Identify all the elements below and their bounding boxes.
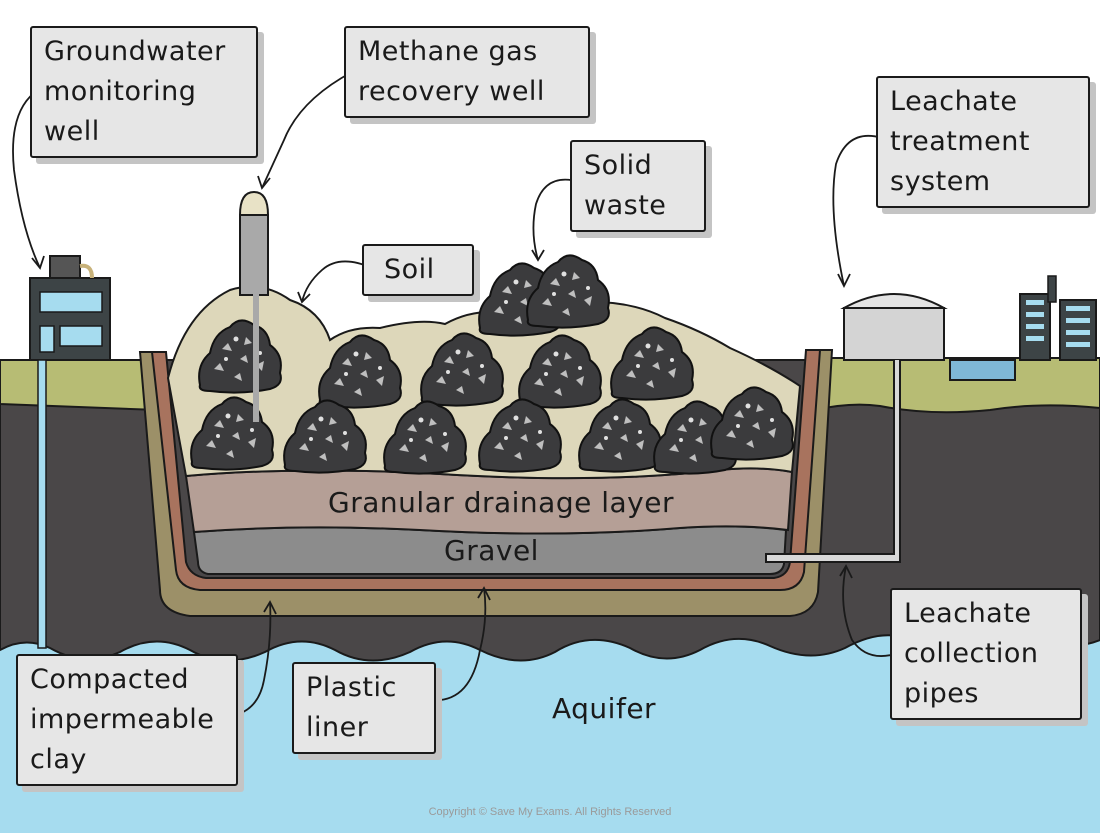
label-groundwater-monitoring-well: Groundwater monitoring well (30, 26, 258, 158)
label-leachate-treatment-system: Leachate treatment system (876, 76, 1090, 208)
layer-label-gravel: Gravel (444, 534, 539, 567)
layer-label-drainage: Granular drainage layer (328, 486, 674, 519)
connector-lines (12, 71, 907, 717)
label-methane-gas-recovery-well: Methane gas recovery well (344, 26, 590, 118)
copyright-notice: Copyright © Save My Exams. All Rights Re… (428, 806, 672, 818)
label-solid-waste: Solid waste (570, 140, 706, 232)
city-buildings-icon (1019, 275, 1097, 361)
connector-leachate-pipes (842, 565, 907, 657)
connector-liner (429, 587, 487, 702)
label-plastic-liner: Plastic liner (292, 662, 436, 754)
connector-clay (229, 601, 272, 717)
label-leachate-collection-pipes: Leachate collection pipes (890, 588, 1082, 720)
label-compacted-impermeable-clay: Compacted impermeable clay (16, 654, 238, 786)
layer-label-aquifer: Aquifer (552, 692, 657, 725)
connector-solid-waste (532, 178, 581, 261)
connector-leachate-treatment (832, 134, 883, 287)
plastic-liner-layer (150, 349, 822, 591)
waste-pile-icon (526, 254, 610, 329)
methane-well-tower-icon (238, 190, 270, 422)
surface-soil-left (0, 359, 160, 412)
connector-soil (301, 260, 373, 303)
leachate-tank-icon (765, 293, 948, 563)
monitoring-building-icon (29, 255, 111, 649)
surface-soil-right (813, 357, 1100, 414)
pond (949, 359, 1016, 381)
connector-methane (261, 71, 353, 189)
label-soil: Soil (362, 244, 474, 296)
connector-groundwater (12, 89, 41, 269)
